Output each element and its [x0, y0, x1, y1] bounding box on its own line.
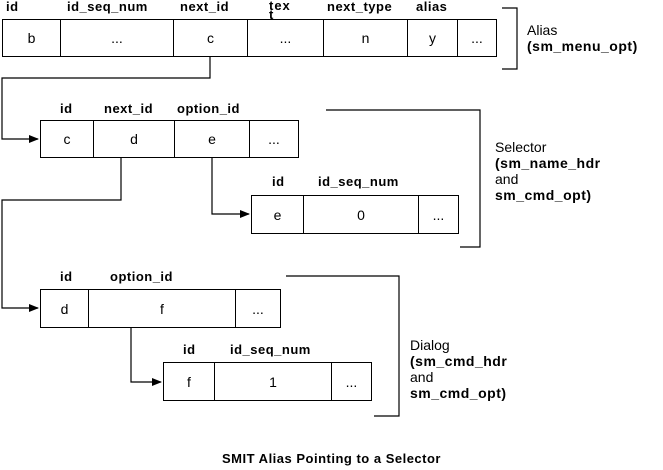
dialog-header-option-id: option_id [110, 269, 173, 284]
selector-label: Selector (sm_name_hdr and sm_cmd_opt) [495, 139, 601, 203]
selector-label-table-1: (sm_name_hdr [495, 155, 601, 171]
selector-cell-id: c [40, 120, 94, 158]
selector-option-header-id: id [272, 174, 285, 189]
dialog-label: Dialog (sm_cmd_hdr and sm_cmd_opt) [410, 337, 507, 401]
alias-header-next-id: next_id [180, 0, 230, 14]
selector-label-and: and [495, 171, 519, 187]
dialog-option-header-id-seq-num: id_seq_num [230, 342, 311, 357]
dialog-cell-id: d [40, 289, 89, 328]
selector-cell-next-id: d [93, 120, 175, 158]
dialog-label-name: Dialog [410, 337, 450, 353]
alias-cell-alias: y [407, 19, 458, 57]
alias-cell-next-type: n [323, 19, 408, 57]
alias-label: Alias (sm_menu_opt) [527, 22, 638, 54]
dialog-cell-option-id: f [88, 289, 236, 328]
alias-header-alias: alias [416, 0, 448, 14]
selector-to-dialog-arrow [1, 158, 122, 312]
alias-label-name: Alias [527, 22, 558, 38]
alias-cell-more: ... [457, 19, 497, 57]
alias-cell-id-seq-num: ... [60, 19, 174, 57]
selector-label-name: Selector [495, 139, 547, 155]
dialog-label-and: and [410, 369, 434, 385]
selector-option-cell-more: ... [418, 195, 459, 234]
selector-option-cell-id: e [251, 195, 304, 234]
alias-cell-id: b [2, 19, 61, 57]
alias-cell-next-id: c [173, 19, 248, 57]
selector-option-header-id-seq-num: id_seq_num [318, 174, 399, 189]
dialog-to-option-arrow [130, 328, 162, 386]
selector-header-id: id [60, 101, 73, 116]
alias-header-next-type: next_type [327, 0, 393, 14]
selector-bracket [326, 109, 481, 248]
alias-bracket [502, 7, 518, 70]
selector-cell-option-id: e [174, 120, 250, 158]
dialog-cell-more: ... [235, 289, 281, 328]
selector-option-cell-id-seq-num: 0 [303, 195, 419, 234]
alias-to-selector-arrow [1, 57, 211, 143]
dialog-label-table-1: (sm_cmd_hdr [410, 353, 508, 369]
alias-header-id: id [6, 0, 19, 14]
alias-cell-text: ... [247, 19, 324, 57]
dialog-option-cell-id: f [163, 362, 215, 401]
alias-label-table: (sm_menu_opt) [527, 38, 638, 54]
selector-header-option-id: option_id [177, 101, 240, 116]
dialog-option-cell-id-seq-num: 1 [214, 362, 332, 401]
dialog-option-header-id: id [183, 342, 196, 357]
figure-caption: SMIT Alias Pointing to a Selector [222, 451, 441, 466]
dialog-option-cell-more: ... [331, 362, 372, 401]
dialog-label-table-2: sm_cmd_opt) [410, 385, 507, 401]
alias-header-id-seq-num: id_seq_num [67, 0, 148, 14]
selector-label-table-2: sm_cmd_opt) [495, 187, 592, 203]
selector-header-next-id: next_id [104, 101, 154, 116]
selector-to-option-arrow [211, 158, 250, 218]
dialog-header-id: id [60, 269, 73, 284]
alias-header-text: tex t [269, 0, 291, 22]
dialog-bracket [286, 275, 400, 417]
selector-cell-more: ... [249, 120, 299, 158]
